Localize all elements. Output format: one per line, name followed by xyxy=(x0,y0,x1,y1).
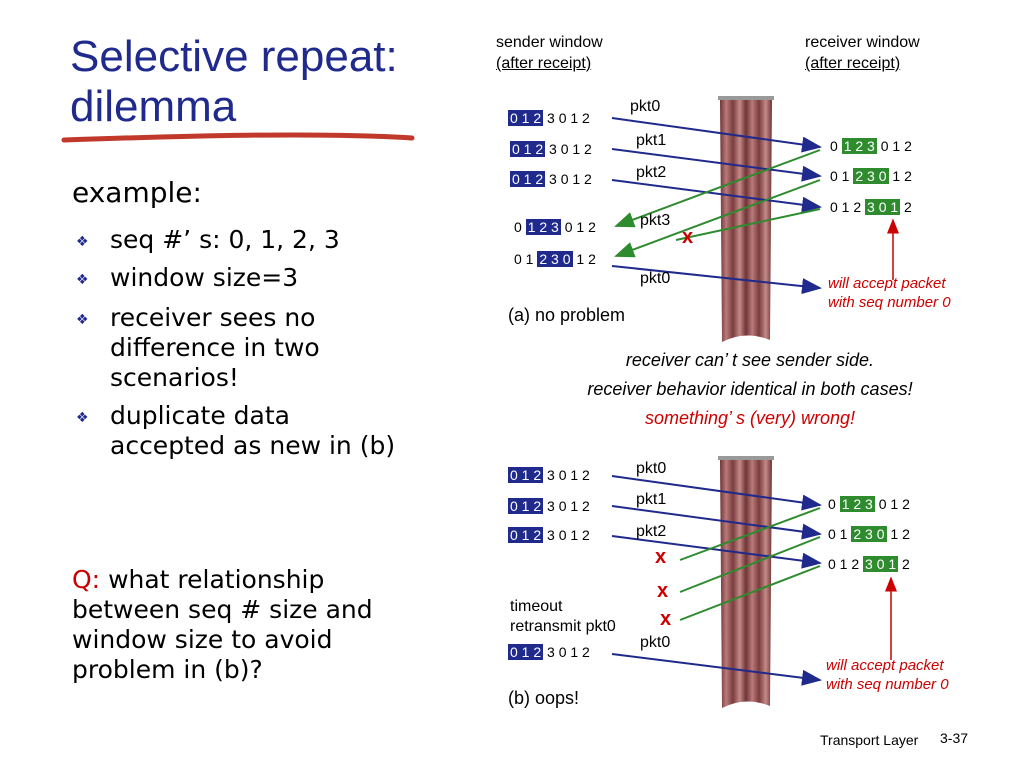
sender-row: 0 1 2 3 0 1 2 xyxy=(514,219,596,235)
question-label: Q: xyxy=(72,565,101,594)
bullet-item: ❖seq #’ s: 0, 1, 2, 3 xyxy=(72,225,402,255)
title-underline xyxy=(61,132,415,143)
curtain-a xyxy=(718,96,774,342)
accept-note-a: will accept packet with seq number 0 xyxy=(828,275,951,311)
packet-label: pkt2 xyxy=(636,164,667,181)
sender-row: 0 1 2 3 0 1 2 xyxy=(508,644,590,660)
question-text: what relationship between seq # size and… xyxy=(72,565,373,684)
bullet-item: ❖duplicate data accepted as new in (b) xyxy=(76,401,396,460)
sender-row: 0 1 2 3 0 1 2 xyxy=(510,141,592,157)
lost-packet-x-icon: x xyxy=(655,546,667,568)
receiver-row: 0 1 2 3 0 1 2 xyxy=(828,496,910,512)
packet-label: pkt0 xyxy=(630,98,661,115)
diamond-bullet-icon: ❖ xyxy=(76,410,89,426)
packet-label: pkt3 xyxy=(640,212,671,229)
scenario-a-arrows xyxy=(611,117,899,295)
middle-statement: receiver can’ t see sender side. receive… xyxy=(587,350,913,428)
bullet-item: ❖receiver sees no difference in two scen… xyxy=(76,303,320,392)
diamond-bullet-icon: ❖ xyxy=(76,312,89,328)
sender-row: 0 1 2 3 0 1 2 xyxy=(508,467,590,483)
sender-row: 0 1 2 3 0 1 2 xyxy=(508,498,590,514)
bullet-list: ❖seq #’ s: 0, 1, 2, 3 ❖window size=3 ❖re… xyxy=(72,225,402,469)
packet-label: pkt1 xyxy=(636,132,667,149)
lost-packet-x-icon: x xyxy=(682,226,694,248)
receiver-row: 0 1 2 3 0 1 2 xyxy=(830,168,912,184)
sender-row: 0 1 2 3 0 1 2 xyxy=(514,251,596,267)
title-line-1: Selective repeat: xyxy=(70,32,398,81)
example-label: example: xyxy=(72,176,202,209)
packet-label: pkt2 xyxy=(636,523,667,540)
footer-label: Transport Layer xyxy=(820,732,919,748)
lost-packet-x-icon: x xyxy=(660,608,672,630)
title-line-2: dilemma xyxy=(70,82,237,131)
bullet-item: ❖window size=3 xyxy=(72,263,402,293)
sender-window-header: sender window (after receipt) xyxy=(496,34,603,72)
packet-label: pkt0 xyxy=(640,634,671,651)
diamond-bullet-icon: ❖ xyxy=(76,234,89,250)
accept-note-b: will accept packet with seq number 0 xyxy=(826,657,949,693)
packet-label: pkt0 xyxy=(636,460,667,477)
sender-row: 0 1 2 3 0 1 2 xyxy=(510,171,592,187)
receiver-row: 0 1 2 3 0 1 2 xyxy=(828,556,910,572)
receiver-window-header: receiver window (after receipt) xyxy=(805,34,920,72)
timeout-label: timeout retransmit pkt0 xyxy=(510,598,616,635)
sender-row: 0 1 2 3 0 1 2 xyxy=(508,527,590,543)
scenario-b-caption: (b) oops! xyxy=(508,688,580,708)
lost-packet-x-icon: x xyxy=(657,580,669,602)
slide-title: Selective repeat: dilemma xyxy=(70,32,470,132)
receiver-row: 0 1 2 3 0 1 2 xyxy=(830,138,912,154)
receiver-row: 0 1 2 3 0 1 2 xyxy=(828,526,910,542)
page-number: 3-37 xyxy=(940,730,969,746)
packet-label: pkt0 xyxy=(640,270,671,287)
packet-label: pkt1 xyxy=(636,491,667,508)
sender-row: 0 1 2 3 0 1 2 xyxy=(508,110,590,126)
scenario-b-arrows xyxy=(611,475,897,686)
question-block: Q: what relationship between seq # size … xyxy=(72,565,412,685)
receiver-row: 0 1 2 3 0 1 2 xyxy=(830,199,912,215)
diamond-bullet-icon: ❖ xyxy=(76,272,89,288)
scenario-a-caption: (a) no problem xyxy=(508,305,626,325)
